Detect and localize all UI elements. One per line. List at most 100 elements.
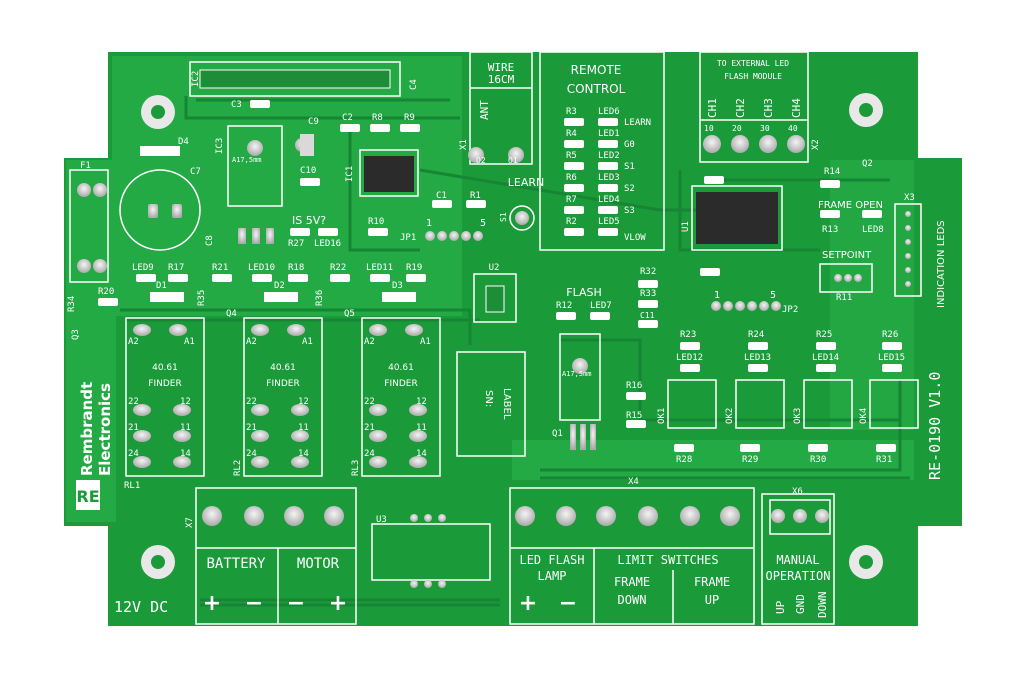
label-motor: MOTOR: [297, 556, 340, 572]
label-c8: C8: [205, 235, 215, 246]
label-q1-size: A17,5mm: [562, 370, 592, 378]
label-remote: REMOTE: [571, 63, 622, 77]
label-o1: O1: [508, 156, 518, 165]
label-battery-minus: −: [245, 591, 263, 616]
label-control: CONTROL: [567, 82, 626, 96]
rl2-22: 22: [246, 397, 257, 407]
rl1-a1: A1: [184, 337, 195, 347]
label-r27: R27: [288, 239, 304, 249]
label-12v-dc: 12V DC: [114, 598, 168, 616]
label-q4: Q4: [226, 309, 237, 319]
rl1-12: 12: [180, 397, 191, 407]
label-jp2-pin1: 1: [714, 290, 720, 301]
label-jp1: JP1: [400, 233, 416, 243]
label-r12: R12: [556, 301, 572, 311]
rl3-11: 11: [416, 423, 427, 433]
label-30: 30: [760, 124, 770, 133]
rl3-label: RL3: [351, 460, 361, 476]
rl3-brand: FINDER: [384, 379, 417, 389]
label-g0: G0: [624, 140, 635, 150]
relay-labels: A2 A1 40.61 FINDER 22 21 24 12 11 14 RL1…: [124, 337, 431, 491]
label-r20: R20: [98, 287, 114, 297]
label-r14: R14: [824, 167, 840, 177]
label-r23: R23: [680, 330, 696, 340]
label-motor-minus: −: [287, 591, 305, 616]
label-40: 40: [788, 124, 798, 133]
label-manual-down: DOWN: [816, 592, 829, 619]
label-battery: BATTERY: [206, 556, 266, 572]
rl1-a2: A2: [128, 337, 139, 347]
label-r21: R21: [212, 263, 228, 273]
label-ok4: OK4: [859, 408, 869, 424]
label-r29: R29: [742, 455, 758, 465]
label-r19: R19: [406, 263, 422, 273]
rl2-24: 24: [246, 449, 257, 459]
label-c3: C3: [231, 100, 242, 110]
label-jp2: JP2: [782, 305, 798, 315]
label-u2: U2: [489, 263, 500, 273]
connector-labels: X7 U3 X4 X6 BATTERY MOTOR + − − + 12V DC…: [114, 477, 831, 618]
rl3-24: 24: [364, 449, 375, 459]
label-led14: LED14: [812, 353, 839, 363]
label-r26: R26: [882, 330, 898, 340]
label-led2: LED2: [598, 151, 620, 161]
label-frame-open: FRAME OPEN: [818, 200, 883, 211]
label-sn: SN:: [483, 390, 494, 407]
label-led12: LED12: [676, 353, 703, 363]
label-battery-plus: +: [203, 591, 221, 616]
board-name: RE-0190 V1.0: [926, 372, 944, 480]
label-lamp-minus: −: [559, 591, 577, 616]
label-to-external: TO EXTERNAL LED: [717, 59, 789, 68]
label-led5: LED5: [598, 217, 620, 227]
label-c5: C5: [704, 269, 714, 278]
label-wire: WIRE: [488, 61, 515, 74]
rl1-brand: FINDER: [148, 379, 181, 389]
silkscreen-labels: IC2 C3 C4 WIRE 16CM ANT X1 O2 O1 REMOTE …: [67, 59, 947, 480]
label-led1: LED1: [598, 129, 620, 139]
rl2-brand: FINDER: [266, 379, 299, 389]
rl3-model: 40.61: [388, 363, 414, 373]
label-motor-plus: +: [329, 591, 347, 616]
label-label: LABEL: [501, 388, 512, 420]
label-led16: LED16: [314, 239, 341, 249]
rl2-a1: A1: [302, 337, 313, 347]
label-indication-leds: INDICATION LEDS: [936, 220, 947, 308]
label-frame-up-2: UP: [705, 593, 719, 607]
label-r34: R34: [67, 296, 77, 312]
rl1-21: 21: [128, 423, 139, 433]
rl2-model: 40.61: [270, 363, 296, 373]
label-x4: X4: [628, 477, 639, 487]
label-led-flash: LED FLASH: [519, 553, 584, 567]
label-led3: LED3: [598, 173, 620, 183]
label-ok2: OK2: [725, 408, 735, 424]
silkscreen-outlines: [69, 51, 922, 625]
label-r5: R5: [566, 151, 577, 161]
label-flash-module: FLASH MODULE: [724, 72, 782, 81]
label-r11: R11: [836, 293, 852, 303]
label-q1: Q1: [552, 429, 563, 439]
label-r10: R10: [368, 217, 384, 227]
label-vlow: VLOW: [624, 233, 646, 243]
brand-logo: RE Rembrandt Electronics: [76, 382, 114, 510]
label-jp2-pin5: 5: [770, 290, 776, 301]
label-ch3: CH3: [762, 98, 775, 118]
label-20: 20: [732, 124, 742, 133]
label-r18: R18: [288, 263, 304, 273]
label-f1: F1: [80, 161, 91, 171]
label-c6: C6: [704, 175, 714, 184]
label-r13: R13: [822, 225, 838, 235]
label-learn: LEARN: [508, 176, 544, 189]
label-r2: R2: [566, 217, 577, 227]
label-x1: X1: [459, 139, 469, 150]
label-x2: X2: [811, 139, 821, 150]
label-manual-up: UP: [774, 600, 787, 614]
rl2-12: 12: [298, 397, 309, 407]
label-ic1: IC1: [345, 166, 355, 182]
label-ok3: OK3: [793, 408, 803, 424]
rl3-12: 12: [416, 397, 427, 407]
label-s1-led: S1: [624, 162, 635, 172]
label-ic2: IC2: [191, 71, 201, 87]
label-ic3: IC3: [215, 138, 225, 154]
label-r31: R31: [876, 455, 892, 465]
